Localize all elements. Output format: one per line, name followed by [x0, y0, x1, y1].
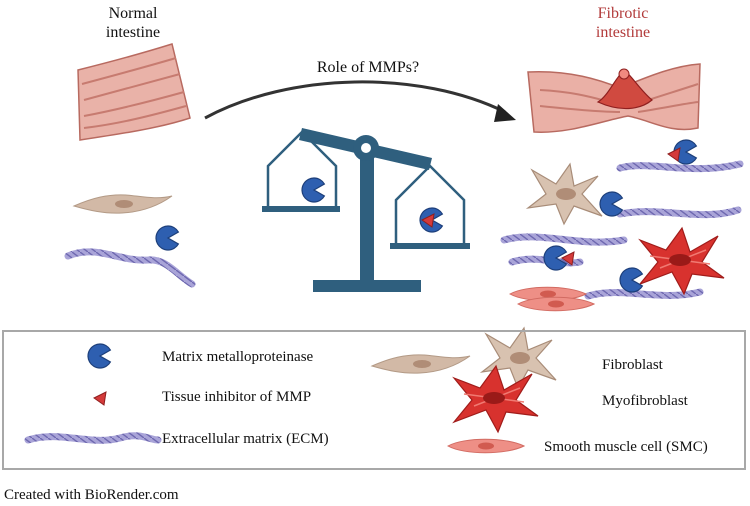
role-question: Role of MMPs? [316, 59, 420, 76]
normal-fibroblast [73, 194, 173, 214]
fibrotic-mmp-2 [599, 191, 624, 217]
normal-intestine-tissue [77, 43, 191, 141]
fibrotic-ecm-5 [584, 288, 704, 300]
balance-scale [262, 128, 470, 292]
footer-credit: Created with BioRender.com [4, 487, 179, 503]
legend-ecm-icon [24, 432, 162, 444]
legend: Matrix metalloproteinase Tissue inhibito… [2, 330, 746, 470]
normal-intestine-title: Normal intestine [105, 5, 161, 41]
fibrotic-mmp-4 [619, 267, 644, 293]
fibrotic-ecm-3 [500, 233, 628, 246]
fibrotic-myofibroblast [639, 227, 725, 295]
legend-fibroblast-label: Fibroblast [602, 357, 663, 373]
legend-smc-label: Smooth muscle cell (SMC) [544, 439, 708, 455]
mmp-in-left-pan [301, 177, 325, 203]
legend-ecm-label: Extracellular matrix (ECM) [162, 431, 329, 447]
normal-ecm [64, 248, 196, 288]
legend-mmp-label: Matrix metalloproteinase [162, 349, 314, 365]
legend-timp-label: Tissue inhibitor of MMP [162, 389, 312, 405]
fibrotic-smc-2 [517, 296, 595, 312]
legend-myofibroblast-label: Myofibroblast [602, 393, 688, 409]
fibrotic-intestine-tissue [527, 63, 701, 133]
fibrotic-intestine-title: Fibrotic intestine [595, 5, 651, 41]
normal-mmp [155, 225, 179, 251]
fibrotic-fibroblast [527, 163, 603, 225]
fibrotic-ecm-1 [616, 160, 744, 173]
role-arrow [204, 80, 516, 122]
fibrotic-ecm-2 [616, 206, 742, 219]
